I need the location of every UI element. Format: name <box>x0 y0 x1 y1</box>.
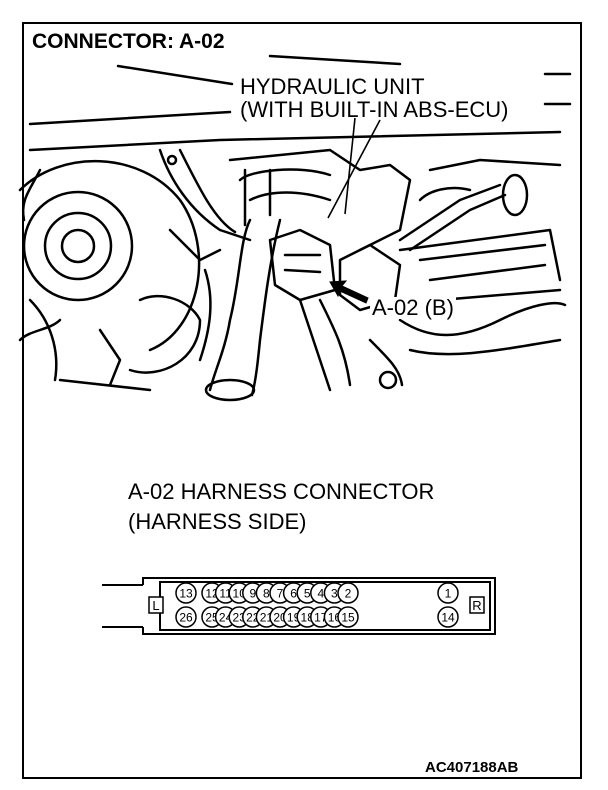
hydraulic-unit-label: HYDRAULIC UNIT <box>240 74 425 99</box>
left-side-tag: L <box>152 598 159 613</box>
svg-text:14: 14 <box>441 611 455 625</box>
pin-2: 2 <box>337 582 359 604</box>
pin-14: 14 <box>437 606 459 628</box>
pin-13: 13 <box>175 582 197 604</box>
pin-26: 26 <box>175 606 197 628</box>
left-side-tag-box <box>148 596 164 614</box>
pin-1: 1 <box>437 582 459 604</box>
svg-text:1: 1 <box>445 587 452 601</box>
svg-text:13: 13 <box>179 587 193 601</box>
svg-text:5: 5 <box>304 587 311 601</box>
svg-text:8: 8 <box>263 587 270 601</box>
page-title: CONNECTOR: A-02 <box>32 30 225 53</box>
pin-15: 15 <box>337 606 359 628</box>
figure-frame <box>22 22 582 779</box>
svg-text:2: 2 <box>345 587 352 601</box>
svg-text:4: 4 <box>317 587 324 601</box>
connector-callout-label: A-02 (B) <box>370 295 456 320</box>
svg-text:26: 26 <box>179 611 193 625</box>
harness-side-caption: (HARNESS SIDE) <box>128 509 307 534</box>
svg-text:7: 7 <box>277 587 284 601</box>
right-side-tag-box <box>469 596 485 614</box>
harness-connector-caption: A-02 HARNESS CONNECTOR <box>128 479 435 504</box>
right-side-tag: R <box>472 598 481 613</box>
abs-ecu-label: (WITH BUILT-IN ABS-ECU) <box>240 97 509 122</box>
svg-text:6: 6 <box>290 587 297 601</box>
svg-text:3: 3 <box>331 587 338 601</box>
svg-text:9: 9 <box>249 587 256 601</box>
svg-text:15: 15 <box>341 611 355 625</box>
figure-code: AC407188AB <box>425 759 519 776</box>
callout-arrow <box>329 280 369 304</box>
